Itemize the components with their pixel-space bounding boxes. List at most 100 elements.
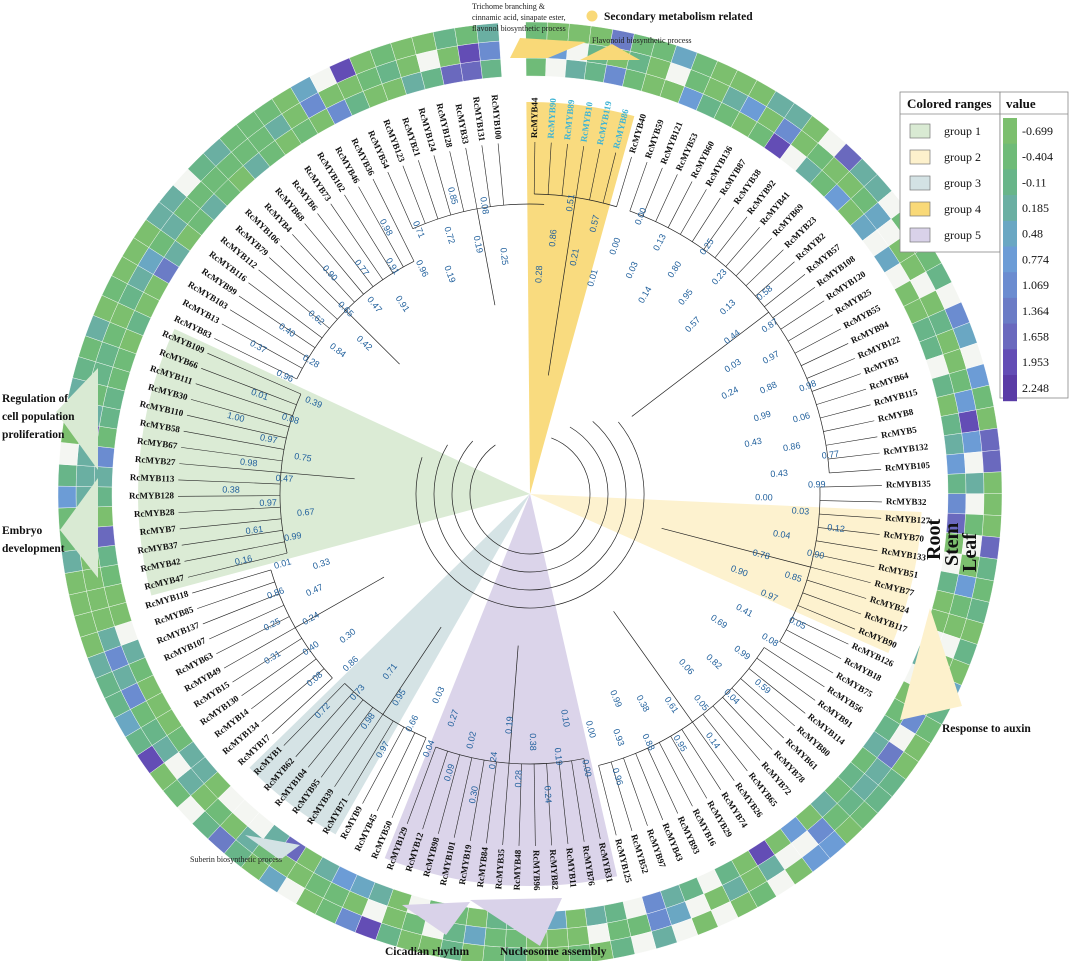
branch-leaf-95 [192,569,271,594]
branch-leaf-44 [786,629,842,660]
root-label: Root [923,519,945,560]
bootstrap-value: 0.98 [378,217,395,237]
legend-groups-title: Colored ranges [907,96,992,111]
branch-leaf-64 [571,760,585,842]
bootstrap-value: 0.19 [553,747,565,765]
bootstrap-value: 0.30 [338,626,358,645]
branch-leaf-105 [183,430,285,450]
bootstrap-value: 0.40 [277,321,297,339]
embryo-label-1: Embryo [2,525,43,537]
branch-leaf-87 [251,658,317,710]
callout-nucleosome [470,898,562,946]
branch-leaf-43 [792,617,849,645]
legend-scale: value -0.699-0.404-0.110.1850.480.7741.0… [999,91,1069,402]
branch-leaf-122 [330,203,384,280]
branch-leaf-68 [518,763,522,846]
branch-clade-2 [779,487,821,642]
bootstrap-value: 0.01 [273,556,293,570]
heat-cell-33-2 [983,471,1003,494]
branch-leaf-98 [181,530,283,546]
scale-tick-1: -0.404 [1022,150,1053,164]
branch-leaf-59 [635,753,664,821]
branch-leaf-49 [740,678,795,727]
scale-segment-3 [1003,195,1017,222]
branch-leaf-32 [829,468,882,474]
heat-cell-0-0 [525,57,547,77]
branch-leaf-103 [179,463,281,473]
branch-leaf-133 [497,143,505,206]
branch-leaf-26 [811,373,861,392]
bootstrap-value: 0.21 [568,248,581,267]
scale-tick-8: 1.658 [1022,329,1049,343]
bootstrap-value: 0.43 [770,468,788,479]
branch-leaf-97 [184,541,285,562]
heat-cell-31-1 [961,430,983,454]
branch-stem-7 [280,472,355,480]
branch-leaf-114 [238,295,316,348]
leaf-label: RcMYB48 [512,849,523,890]
leaf-label: RcMYB100 [490,94,504,140]
bootstrap-value: 0.08 [281,411,301,426]
bootstrap-value: 0.16 [234,553,253,567]
callout-circadian [402,902,470,935]
branch-leaf-21 [780,300,825,330]
bootstrap-value: 0.90 [806,547,825,560]
legend-label-group-1: group 1 [944,124,981,138]
branch-backbone-0 [469,437,591,555]
branch-leaf-36 [818,527,880,535]
bootstrap-value: 0.05 [787,615,807,632]
branch-stem-2 [661,527,811,568]
heat-cell-65-1 [566,926,590,947]
branch-leaf-72 [453,757,473,838]
leaf-label: RcMYB89 [562,99,576,141]
heat-cell-35-2 [981,514,1002,538]
bootstrap-value: 0.99 [752,409,772,424]
branch-leaf-9 [655,174,678,222]
bootstrap-value: 0.23 [710,267,729,287]
branch-leaf-84 [283,683,345,746]
branch-leaf-24 [801,343,849,366]
scale-segment-4 [1003,220,1017,247]
bootstrap-value: 0.59 [753,677,773,696]
bootstrap-value: 0.00 [580,759,593,778]
heat-cell-35-1 [963,513,984,537]
branch-leaf-65 [558,762,569,844]
branch-leaf-19 [764,274,806,307]
bootstrap-value: 0.08 [478,196,491,215]
bootstrap-value: 0.98 [798,378,818,394]
branch-stem-8 [345,310,400,365]
branch-leaf-94 [197,581,275,609]
branch-leaf-5 [602,152,617,204]
branch-leaf-96 [187,552,288,578]
heat-cell-70-1 [463,925,487,946]
branch-leaf-109 [201,368,297,406]
branch-leaf-117 [269,257,338,320]
bootstrap-value: 0.12 [827,522,846,534]
heat-cell-66-1 [546,928,569,948]
branch-stem-4 [508,645,519,764]
bootstrap-value: 0.72 [442,225,457,245]
leaf-label: RcMYB3 [863,354,901,376]
group-wedges [138,102,922,886]
branch-leaf-12 [691,197,721,242]
branch-leaf-15 [725,227,760,267]
leaf-label: RcMYB7 [139,523,176,537]
bootstrap-value: 0.28 [301,352,321,370]
bootstrap-value: 0.97 [259,432,278,445]
branch-leaf-128 [417,160,439,220]
leaf-label: RcMYB52 [629,833,650,875]
heat-cell-132-1 [457,42,481,64]
bootstrap-value: 0.24 [487,751,499,770]
branch-leaf-14 [714,216,748,258]
bootstrap-value: 0.03 [624,260,640,280]
branch-leaf-91 [216,616,290,655]
leaf-label: RcMYB11 [564,847,578,888]
branch-leaf-45 [779,641,834,674]
expression-heatmap-ring [57,21,1003,961]
bootstrap-value: 0.00 [584,720,598,739]
branch-leaf-132 [481,145,491,207]
bootstrap-value: 0.97 [259,497,277,508]
bootstrap-value: 0.77 [353,258,371,278]
branch-leaf-57 [658,742,693,807]
branch-leaf-54 [692,721,735,781]
